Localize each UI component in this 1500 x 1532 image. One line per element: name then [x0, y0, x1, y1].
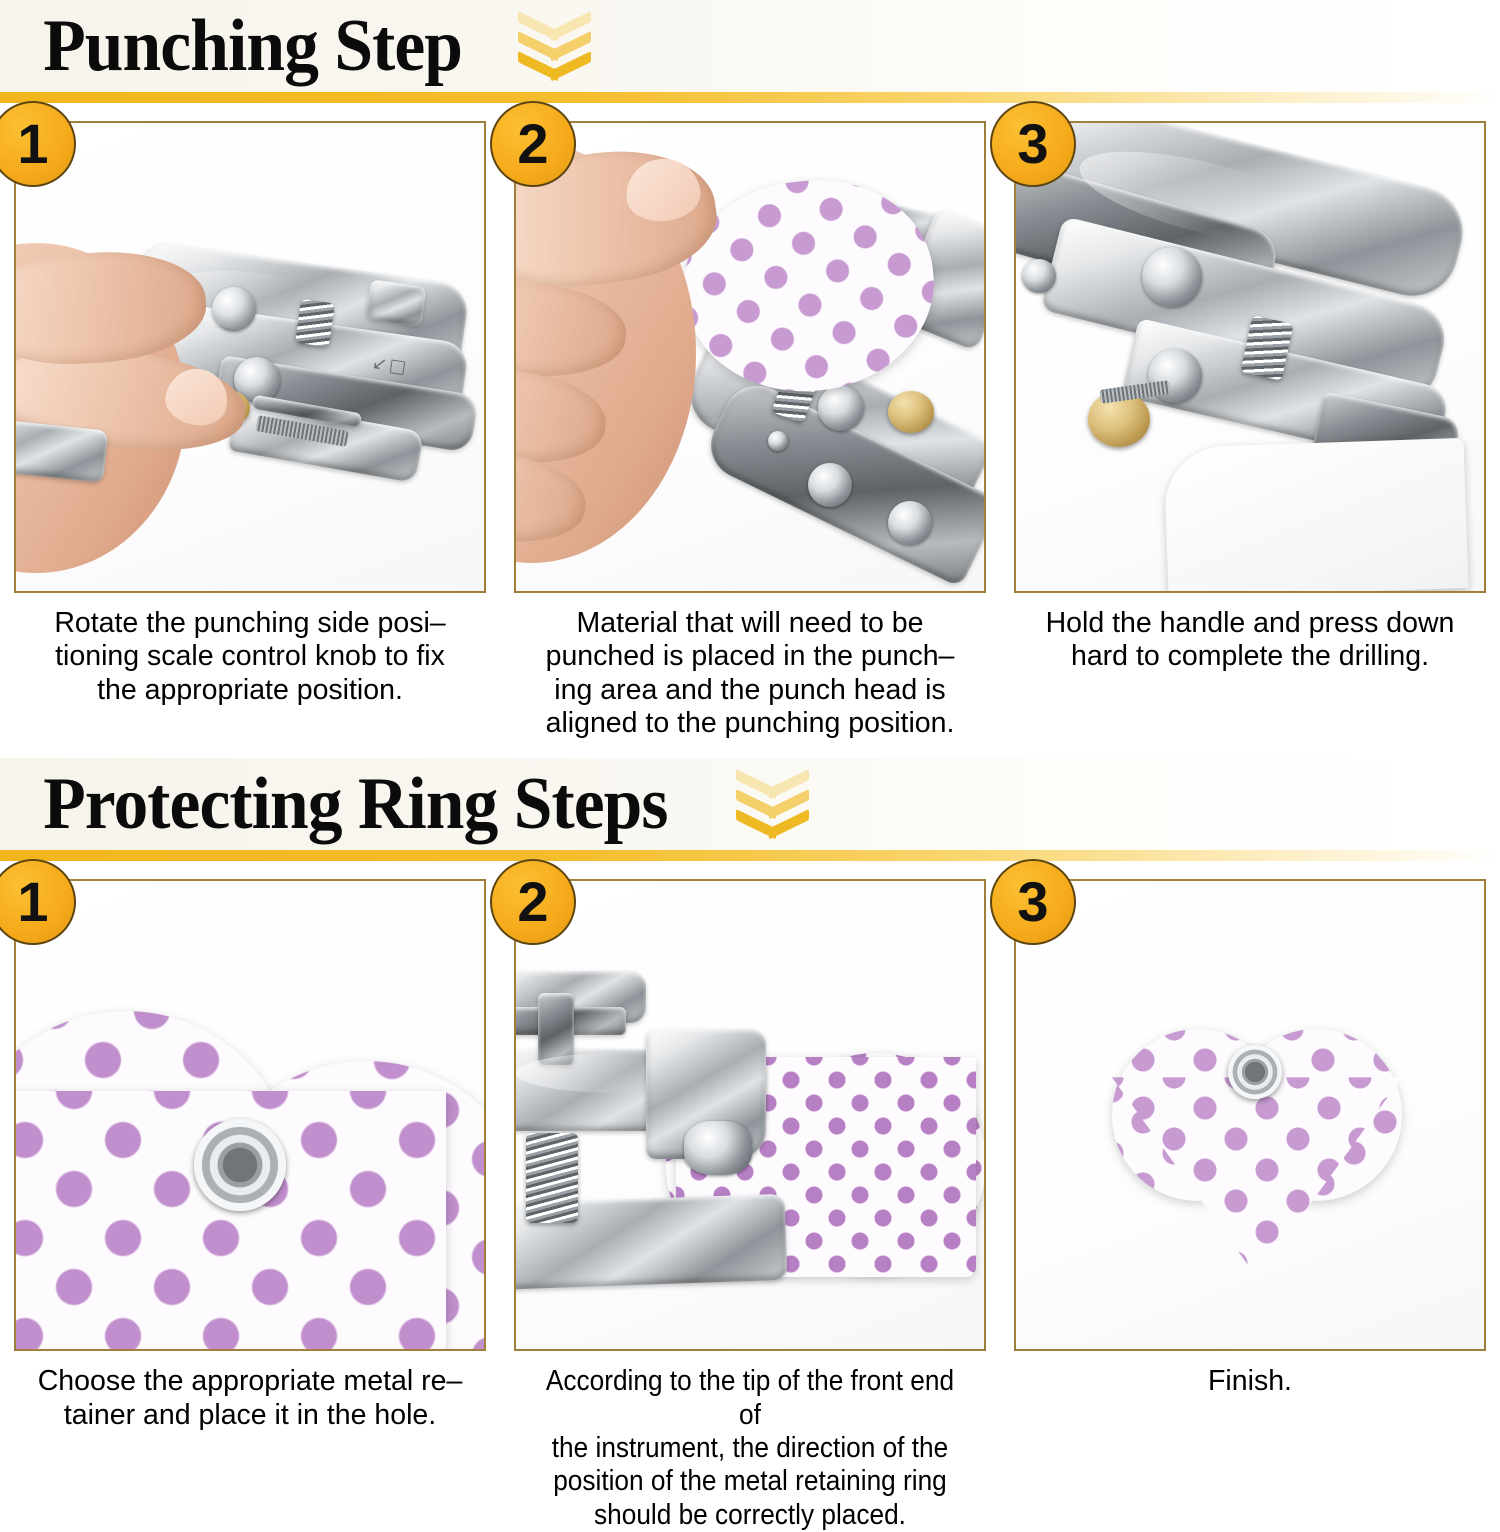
step-cell: 2 Material that will need to be punched …: [490, 101, 1000, 740]
section-title: Punching Step: [43, 5, 463, 87]
step-cell: 1 Choose the appropriate metal re– taine…: [0, 859, 500, 1532]
step-caption: According to the tip of the front end of…: [545, 1365, 955, 1531]
step-caption: Rotate the punching side posi– tioning s…: [54, 607, 446, 706]
step-cell: 2 According to the tip of the front end …: [490, 859, 1000, 1532]
steps-row-protecting-ring: 1 Choose the appropriate metal re– taine…: [0, 859, 1500, 1532]
section-banner-protecting-ring: Protecting Ring Steps: [0, 758, 1500, 851]
step-cell: ↙□ 1 Rotate the punching side posi– tion…: [0, 101, 500, 740]
step-photo: ↙□: [1016, 123, 1484, 591]
step-panel: ↙□ 3: [990, 101, 1486, 593]
section-title: Protecting Ring Steps: [43, 763, 668, 846]
step-panel: ↙□ 1: [0, 101, 486, 593]
section-banner-punching: Punching Step: [0, 0, 1500, 92]
step-cell: 3 Finish.: [990, 859, 1500, 1532]
infographic-page: Punching Step: [0, 0, 1500, 1495]
step-panel: 3: [990, 859, 1486, 1352]
step-photo: [516, 881, 984, 1350]
step-caption: Finish.: [1208, 1365, 1292, 1398]
gold-divider-bar: [0, 92, 1500, 103]
step-cell: ↙□ 3 Hold the handle and press down hard…: [990, 101, 1500, 740]
step-number-badge: 3: [990, 859, 1076, 946]
gold-divider-bar: [0, 850, 1500, 862]
step-panel: 2: [490, 101, 986, 593]
step-number-badge: 3: [990, 101, 1076, 187]
step-caption: Choose the appropriate metal re– tainer …: [37, 1365, 463, 1431]
step-panel: 1: [0, 859, 486, 1352]
step-panel: 2: [490, 859, 986, 1352]
step-number-badge: 2: [490, 101, 576, 187]
step-photo: [16, 881, 484, 1350]
step-number-badge: 1: [0, 101, 76, 187]
step-caption: Hold the handle and press down hard to c…: [1045, 607, 1455, 673]
step-photo: [1016, 881, 1484, 1350]
steps-row-punching: ↙□ 1 Rotate the punching side posi– tion…: [0, 101, 1500, 740]
step-photo: ↙□: [16, 123, 484, 591]
step-caption: Material that will need to be punched is…: [545, 607, 955, 740]
triple-chevron-down-icon: [518, 7, 596, 85]
step-photo: [516, 123, 984, 591]
step-number-badge: 1: [0, 859, 76, 946]
step-number-badge: 2: [490, 859, 576, 946]
triple-chevron-down-icon: [736, 765, 814, 843]
